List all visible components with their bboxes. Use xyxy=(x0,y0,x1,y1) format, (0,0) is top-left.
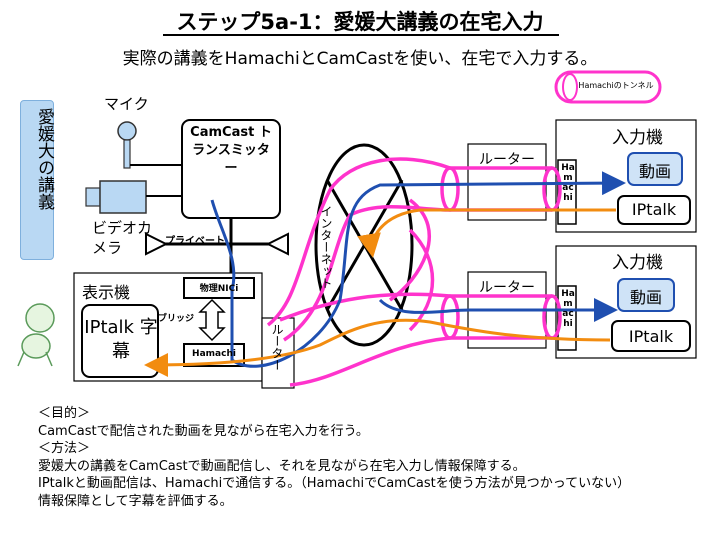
local-router-label: ルーター xyxy=(270,323,284,371)
remote-hamachi-1-box xyxy=(557,159,577,225)
physical-nic-label: 物理NICi xyxy=(199,284,239,294)
private-link xyxy=(145,232,289,256)
remote-hamachi-1-label: Hamachi xyxy=(561,163,575,203)
notes-line: IPtalkと動画配信は、Hamachiで通信する。（HamachiでCamCa… xyxy=(38,476,631,491)
input-machine-2-title: 入力機 xyxy=(612,253,663,273)
video-camera-label: ビデオカメラ xyxy=(92,219,153,257)
internet-label: インターネット xyxy=(319,205,333,289)
video-camera-icon xyxy=(85,180,182,214)
input-2-video-box xyxy=(617,278,675,312)
notes-block: ＜目的＞ CamCastで配信された動画を見ながら在宅入力を行う。 ＜方法＞ 愛… xyxy=(38,405,718,510)
private-label: プライベート xyxy=(165,236,225,247)
notes-line: 愛媛大の講義をCamCastで動画配信し、それを見ながら在宅入力し情報保障する。 xyxy=(38,458,526,474)
title-underline xyxy=(163,34,559,36)
bridge-label: ブリッジ xyxy=(158,314,195,324)
input-1-iptalk-label: IPtalk xyxy=(631,200,677,219)
legend-tunnel-label: Hamachiのトンネル xyxy=(578,81,654,90)
remote-hamachi-2-label: Hamachi xyxy=(561,289,575,329)
input-2-iptalk-label: IPtalk xyxy=(628,327,674,346)
remote-router-1-box xyxy=(467,143,547,221)
input-1-video-label: 動画 xyxy=(638,162,671,181)
input-machine-1-title: 入力機 xyxy=(612,128,663,148)
input-2-video-label: 動画 xyxy=(629,288,662,307)
text-flow xyxy=(144,208,616,377)
bridge-arrow-icon xyxy=(198,298,226,342)
sidebar-lecture-box xyxy=(20,100,54,260)
notes-line: 情報保障として字幕を評価する。 xyxy=(38,493,233,509)
remote-hamachi-2-box xyxy=(557,285,577,351)
input-2-iptalk-box xyxy=(611,320,691,352)
baby-illustration xyxy=(17,303,55,367)
display-iptalk-box xyxy=(81,304,159,378)
hamachi-local-box xyxy=(183,343,245,367)
video-flow xyxy=(210,171,626,368)
input-1-iptalk-box xyxy=(617,195,691,225)
notes-line: ＜目的＞ xyxy=(38,406,91,421)
page-title: ステップ5a-1：愛媛大講義の在宅入力 xyxy=(176,10,544,34)
subtitle: 実際の講義をHamachiとCamCastを使い、在宅で入力する。 xyxy=(122,49,598,69)
sidebar-lecture-label: 愛媛大の講義 xyxy=(34,108,54,210)
remote-router-2-label: ルーター xyxy=(479,280,535,296)
input-1-video-box xyxy=(627,152,683,186)
mic-label: マイク xyxy=(104,95,149,113)
legend-tunnel-icon xyxy=(554,70,662,104)
physical-nic-box xyxy=(183,277,255,299)
display-iptalk-label: IPtalk 字幕 xyxy=(84,317,158,362)
microphone-icon xyxy=(117,121,182,169)
notes-line: ＜方法＞ xyxy=(38,441,91,456)
display-machine-title: 表示機 xyxy=(82,283,131,302)
remote-router-1-label: ルーター xyxy=(479,152,535,168)
hamachi-local-label: Hamachi xyxy=(192,349,236,359)
notes-line: CamCastで配信された動画を見ながら在宅入力を行う。 xyxy=(38,423,369,439)
transmitter-label: CamCast トランスミッター xyxy=(190,125,272,176)
